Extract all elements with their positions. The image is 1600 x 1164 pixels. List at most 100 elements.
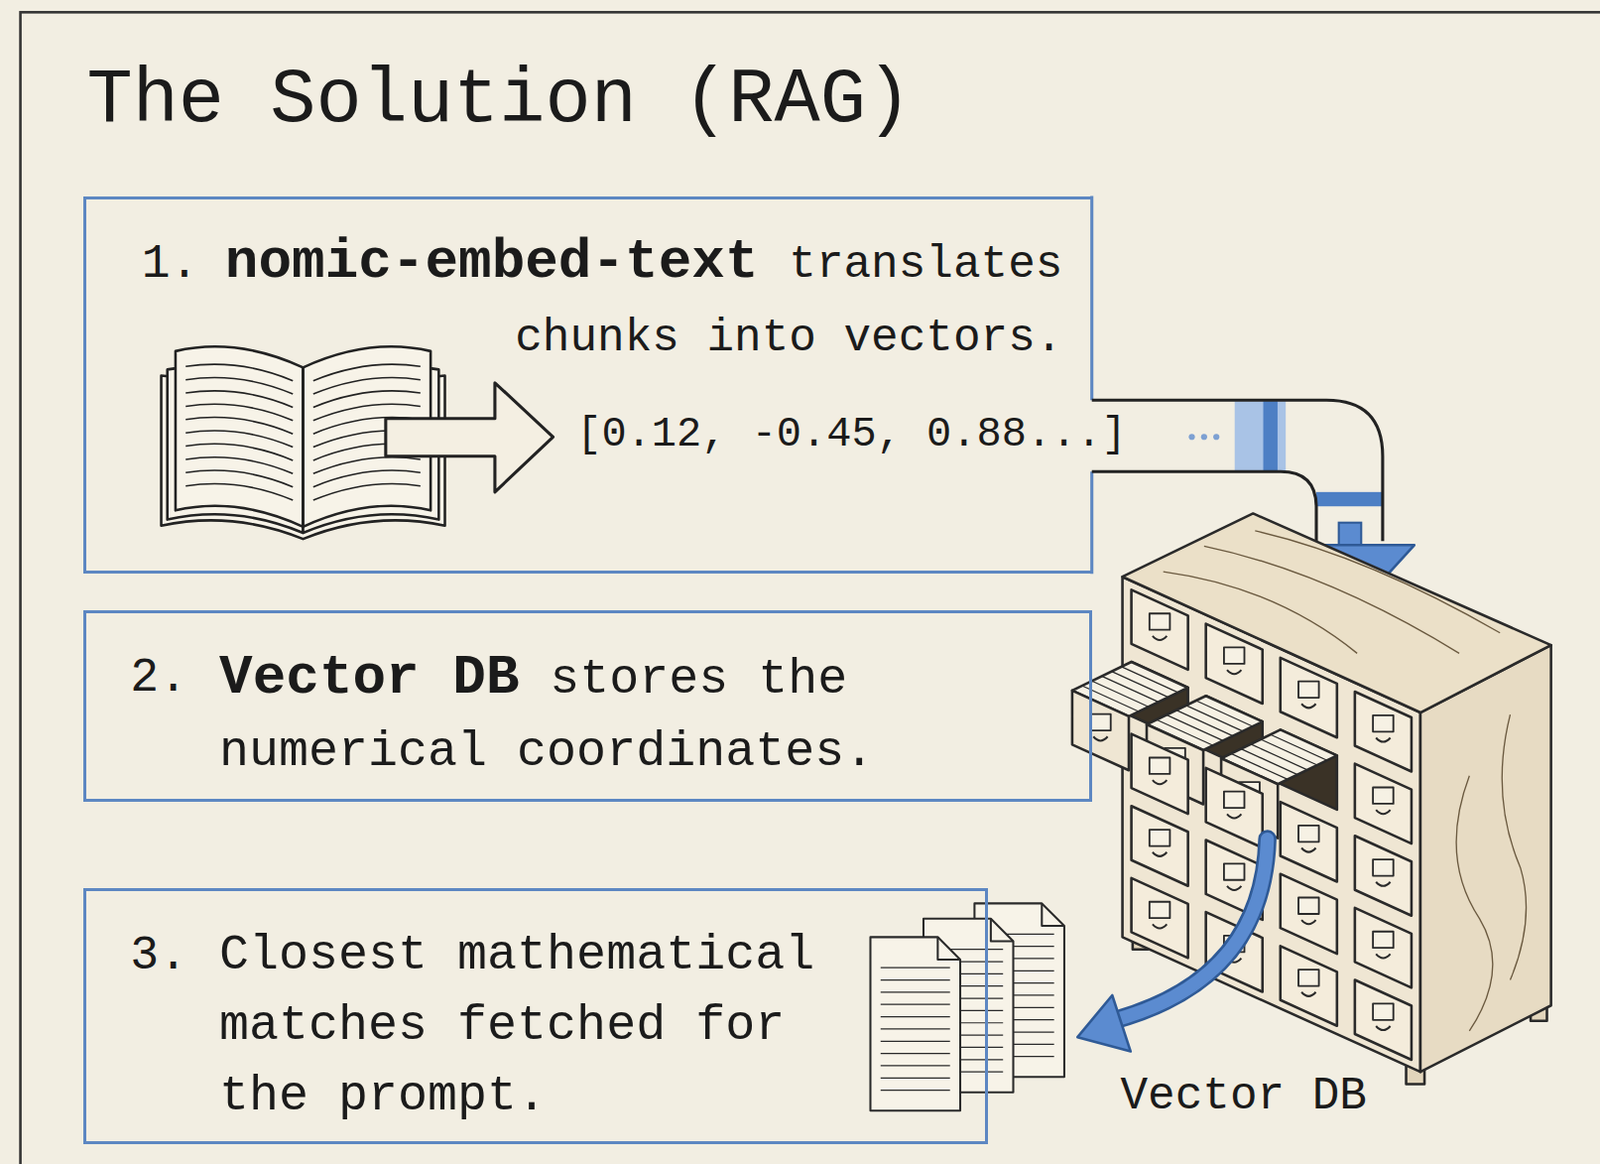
scaled-art xyxy=(20,11,1600,1164)
text-line xyxy=(880,990,951,992)
step-number: 3. xyxy=(129,924,188,986)
book-page xyxy=(175,346,304,527)
fetch-arrow xyxy=(1111,839,1267,1021)
drawer-handle xyxy=(1227,669,1241,674)
page-fold xyxy=(1041,902,1065,926)
grain xyxy=(1254,530,1500,633)
drawer-label-holder xyxy=(1298,897,1320,914)
component-name: Vector DB xyxy=(219,645,519,710)
grain xyxy=(1204,545,1460,653)
drawer-label-holder xyxy=(1372,786,1394,803)
drawer-handle xyxy=(1375,1025,1390,1030)
drawer-front xyxy=(1354,835,1412,915)
drawer-label-holder xyxy=(1149,829,1171,846)
text-line xyxy=(880,1040,951,1042)
box-text: Vector DBstores the numerical coordinate… xyxy=(219,645,1033,793)
drawer-label-holder xyxy=(1224,791,1245,808)
drawer-front xyxy=(1354,980,1412,1060)
fetch-arrow-head xyxy=(1077,994,1130,1052)
vector-values: [0.12, -0.45, 0.88...] xyxy=(576,411,1127,458)
process-box: 1.nomic-embed-texttranslates chunks into… xyxy=(83,196,1092,575)
page-fold xyxy=(937,936,961,960)
drawer-handle xyxy=(1152,635,1167,640)
drawer-handle xyxy=(1152,779,1167,784)
text-line xyxy=(880,1003,951,1005)
process-box: 2. Vector DBstores the numerical coordina… xyxy=(83,610,1092,801)
dot xyxy=(1213,433,1220,440)
text-line xyxy=(880,1077,951,1079)
drawer-handle xyxy=(1301,848,1316,853)
drawer-label-holder xyxy=(1372,859,1394,875)
drawer-label-holder xyxy=(1149,756,1171,773)
drawer-front xyxy=(1206,623,1263,704)
drawer-front xyxy=(1206,767,1263,848)
drawer-label-holder xyxy=(1149,901,1171,918)
drawer-label-holder xyxy=(1372,715,1394,732)
drawer-label-holder xyxy=(1298,969,1320,985)
document-page xyxy=(869,936,961,1110)
cabinet-side xyxy=(1420,644,1552,1072)
ellipsis-dots xyxy=(1188,433,1220,440)
fetch-arrow-outline xyxy=(1111,839,1267,1021)
drawers xyxy=(1072,589,1412,1060)
drawer-handle xyxy=(1152,852,1167,857)
drawer-handle xyxy=(1152,923,1167,928)
drawer-handle xyxy=(1301,703,1316,708)
drawer-front xyxy=(1131,589,1189,669)
drawer-front xyxy=(1280,657,1338,738)
drawer-handle xyxy=(1375,881,1390,886)
book-spine xyxy=(301,367,305,526)
drawer-front xyxy=(1354,907,1412,987)
drawer-front xyxy=(1131,877,1189,958)
documents xyxy=(869,902,1064,1110)
drawer-label-holder xyxy=(1149,613,1171,629)
drawer-handle xyxy=(1227,813,1241,818)
dot xyxy=(1201,433,1208,440)
drawer-handle xyxy=(1375,737,1390,741)
model-name: nomic-embed-text xyxy=(225,230,759,294)
text-line xyxy=(880,1064,951,1066)
page-line xyxy=(185,483,293,500)
text-line xyxy=(880,979,951,981)
page-fold xyxy=(990,918,1014,942)
db-label: Vector DB xyxy=(1120,1071,1367,1122)
cabinet xyxy=(1072,512,1552,1084)
drawer-front xyxy=(1280,801,1338,881)
drawer-front xyxy=(1280,873,1338,954)
drawer-handle xyxy=(1301,991,1316,996)
drawer-handle xyxy=(1301,919,1316,924)
drawer-label-holder xyxy=(1372,931,1394,948)
drawer-handle xyxy=(1227,885,1241,890)
drawer-handle xyxy=(1093,736,1108,740)
grain xyxy=(1163,571,1357,653)
box-text: Closest mathematical matches fetched for… xyxy=(219,924,855,1136)
page-line xyxy=(313,483,421,500)
box-text: 1.nomic-embed-texttranslates chunks into… xyxy=(129,229,1063,379)
drawer-front xyxy=(1354,763,1412,844)
drawer-label-holder xyxy=(1372,1002,1394,1019)
arrow-shaft xyxy=(1339,522,1362,548)
step-text: Closest mathematical matches fetched for… xyxy=(219,926,815,1124)
drawer-front xyxy=(1131,805,1189,885)
drawer-label-holder xyxy=(1224,862,1245,879)
title: The Solution (RAG) xyxy=(86,59,912,144)
drawer-label-holder xyxy=(1298,825,1320,842)
dot xyxy=(1188,433,1195,440)
hollow-arrow xyxy=(385,382,554,493)
drawer-front xyxy=(1280,945,1338,1025)
step-number: 2. xyxy=(129,645,188,710)
text-line xyxy=(880,1015,951,1017)
grain xyxy=(1456,775,1493,1031)
text-line xyxy=(880,1089,951,1091)
page-frame xyxy=(20,11,1600,1164)
drawer-label-holder xyxy=(1224,646,1245,663)
pipe-band xyxy=(1263,400,1278,471)
text-line xyxy=(880,967,951,969)
drawer-handle xyxy=(1375,809,1390,814)
drawer-front xyxy=(1354,691,1412,771)
text-line xyxy=(880,1052,951,1054)
drawer-label-holder xyxy=(1298,681,1320,698)
